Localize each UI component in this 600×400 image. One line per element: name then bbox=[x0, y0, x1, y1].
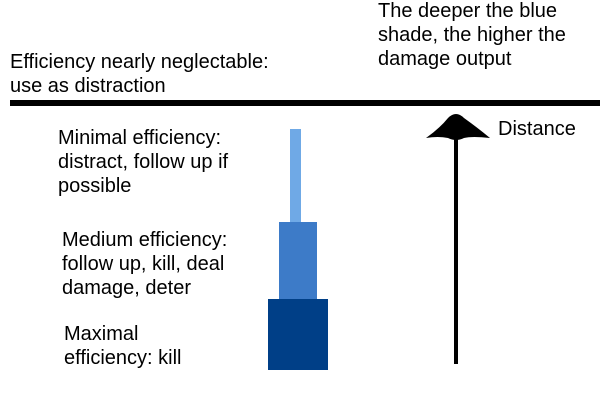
medium-efficiency-bar bbox=[279, 222, 317, 299]
distance-label: Distance bbox=[498, 118, 576, 140]
minimal-efficiency-label: Minimal efficiency: distract, follow up … bbox=[58, 127, 229, 197]
medium-efficiency-label: Medium efficiency: follow up, kill, deal… bbox=[62, 229, 228, 299]
maximal-efficiency-bar bbox=[268, 299, 328, 370]
minimal-efficiency-bar bbox=[290, 129, 301, 222]
shade-legend-note: The deeper the blue shade, the higher th… bbox=[378, 0, 566, 70]
neglectable-efficiency-note: Efficiency nearly neglectable: use as di… bbox=[10, 51, 269, 97]
distance-arrow-icon bbox=[426, 114, 490, 364]
maximal-efficiency-label: Maximal efficiency: kill bbox=[64, 323, 182, 369]
divider-line bbox=[10, 100, 600, 106]
